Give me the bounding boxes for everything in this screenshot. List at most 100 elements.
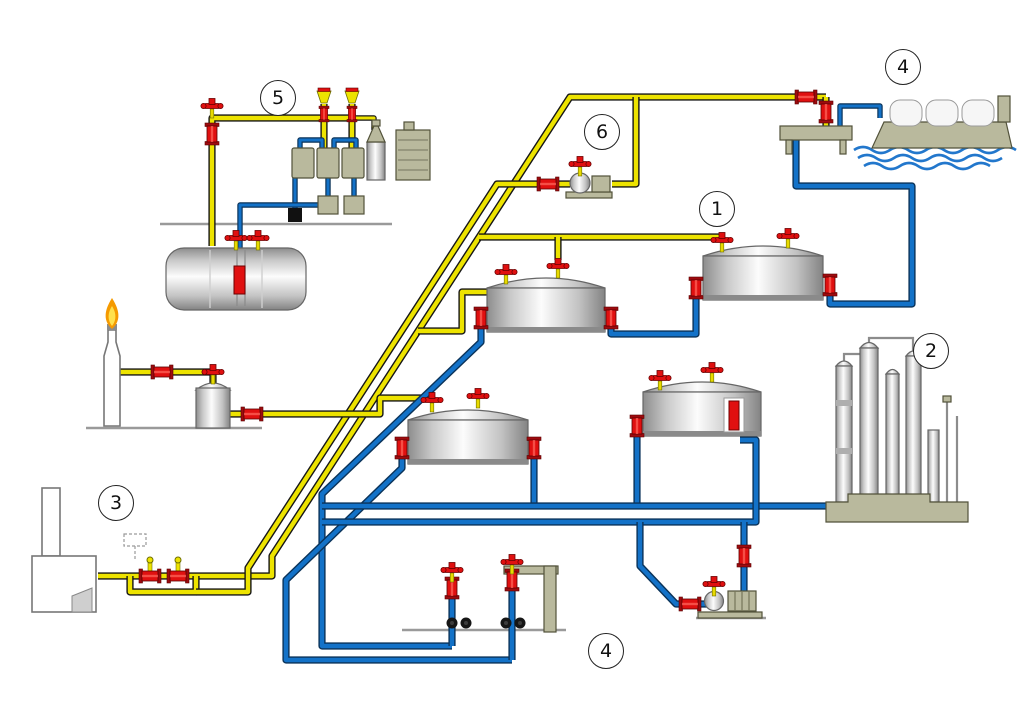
furnace bbox=[31, 487, 190, 613]
distillation-column bbox=[885, 373, 900, 503]
valve-handwheel bbox=[146, 556, 154, 564]
water-waves bbox=[863, 161, 991, 171]
ship-loading-dock bbox=[779, 89, 1017, 171]
liquid-pipe bbox=[332, 138, 358, 148]
flare-flame-inner bbox=[108, 306, 116, 326]
blower-unit bbox=[536, 156, 613, 199]
dock-leg bbox=[785, 139, 793, 155]
internal-safety-valve bbox=[233, 265, 246, 295]
tank-base bbox=[487, 327, 605, 332]
callout-blower: 6 bbox=[584, 114, 620, 150]
vapor-pipe bbox=[612, 97, 639, 187]
callout-ship-loading: 4 bbox=[885, 49, 921, 85]
pipe-fitting bbox=[942, 395, 952, 403]
rack-beam bbox=[503, 565, 559, 575]
storage-tank-c bbox=[394, 388, 542, 465]
truck-loading-rack bbox=[440, 554, 559, 633]
cooler-fins bbox=[398, 139, 428, 171]
callout-furnace-label: 3 bbox=[109, 492, 123, 514]
tank-shell bbox=[702, 255, 824, 301]
relief-valve-icon bbox=[246, 230, 270, 251]
valve-icon bbox=[818, 100, 834, 124]
callout-ship-loading-label: 4 bbox=[896, 56, 910, 78]
valve-icon bbox=[536, 176, 560, 192]
dock-leg bbox=[839, 139, 847, 155]
vapor-pipe-bypass bbox=[127, 576, 199, 595]
distillation-column bbox=[859, 347, 879, 503]
valve-icon bbox=[629, 414, 645, 438]
storage-tank-d bbox=[629, 362, 762, 438]
relief-valve-icon bbox=[776, 228, 800, 249]
finned-cooler bbox=[395, 129, 431, 181]
callout-vapor-recovery-unit: 5 bbox=[260, 80, 296, 116]
water-waves bbox=[857, 153, 1003, 163]
truck-wheel-icon bbox=[500, 617, 512, 629]
burner bbox=[71, 587, 93, 613]
valve-icon bbox=[794, 89, 818, 105]
tank-farm bbox=[394, 228, 838, 465]
liquid-pipe-header bbox=[322, 437, 759, 525]
knockout-drum bbox=[195, 387, 231, 429]
ship-cargo-tank bbox=[961, 99, 995, 127]
valve-icon bbox=[473, 306, 489, 330]
refinery-base bbox=[825, 493, 969, 523]
valve-icon bbox=[150, 364, 174, 380]
vent-funnel-icon bbox=[344, 87, 360, 104]
truck-wheel-icon bbox=[446, 617, 458, 629]
callout-refinery: 2 bbox=[913, 333, 949, 369]
blower-base bbox=[565, 191, 613, 199]
vapor-pipe bbox=[98, 94, 826, 579]
tank-base bbox=[703, 295, 823, 300]
ship-cargo-tank bbox=[925, 99, 959, 127]
cooler-cap bbox=[403, 121, 415, 131]
vapor-pipe bbox=[196, 181, 570, 595]
truck-wheel-icon bbox=[460, 617, 472, 629]
flare-system bbox=[103, 298, 264, 429]
relief-valve-icon bbox=[568, 156, 592, 177]
relief-valve-icon bbox=[702, 576, 726, 597]
liquid-pipe-network bbox=[237, 103, 916, 664]
refinery-pipe bbox=[945, 400, 959, 502]
column-dome bbox=[834, 360, 854, 367]
liquid-pipe-loading-arm bbox=[837, 103, 883, 126]
liquid-pipe-loading-arm bbox=[838, 104, 882, 126]
callout-refinery-label: 2 bbox=[924, 340, 938, 362]
tank-shell bbox=[407, 419, 529, 465]
refinery bbox=[825, 336, 969, 523]
tank-shell bbox=[486, 287, 606, 333]
control-box bbox=[288, 208, 302, 222]
vru-skid-box bbox=[343, 195, 365, 215]
scrubber-cap bbox=[371, 119, 381, 127]
valve-icon bbox=[394, 436, 410, 460]
tank-dome bbox=[407, 409, 529, 421]
vru-skid-box bbox=[317, 195, 339, 215]
distillation-column bbox=[905, 355, 922, 503]
callout-tank-farm-label: 1 bbox=[710, 198, 724, 220]
tank-base bbox=[643, 431, 761, 436]
callout-furnace: 3 bbox=[98, 485, 134, 521]
valve-icon bbox=[166, 568, 190, 584]
storage-tank-a bbox=[688, 228, 838, 301]
relief-valve-icon bbox=[700, 362, 724, 383]
vent-funnel-icon bbox=[316, 87, 332, 104]
valve-icon bbox=[318, 105, 330, 123]
valve-icon bbox=[240, 406, 264, 422]
furnace-stack bbox=[41, 487, 61, 557]
storage-tank-b bbox=[473, 258, 619, 333]
valve-icon bbox=[688, 276, 704, 300]
motor-fins bbox=[734, 591, 750, 611]
column-band bbox=[836, 400, 852, 406]
truck-wheel-icon bbox=[514, 617, 526, 629]
callout-tank-farm: 1 bbox=[699, 191, 735, 227]
callout-vru-label: 5 bbox=[271, 87, 285, 109]
valve-icon bbox=[603, 306, 619, 330]
valve-icon bbox=[678, 596, 702, 612]
vru-vessel bbox=[341, 147, 365, 179]
callout-blower-label: 6 bbox=[595, 121, 609, 143]
vapor-pipe bbox=[418, 289, 488, 334]
column-dome bbox=[884, 368, 901, 375]
scrubber-cone bbox=[366, 125, 386, 143]
vapor-pipe bbox=[356, 115, 377, 130]
